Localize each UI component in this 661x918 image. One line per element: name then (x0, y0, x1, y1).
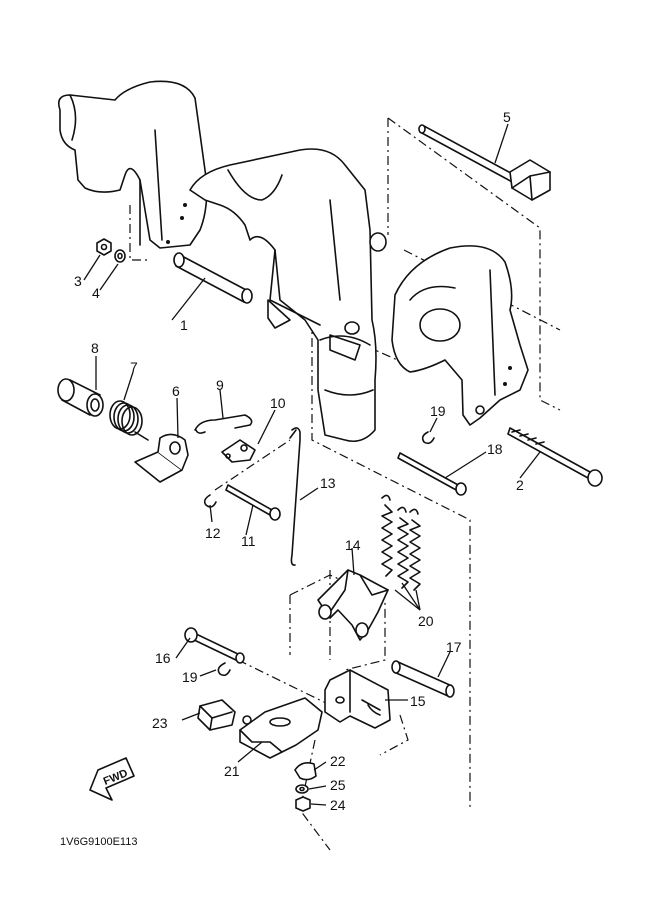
part-17-pin (391, 660, 455, 698)
part-7-spring (109, 400, 149, 441)
part-19-clip-lower (217, 662, 231, 677)
callout-19-lower: 19 (182, 669, 198, 685)
callout-numbers: 1 2 3 4 5 6 7 8 9 10 11 12 13 14 15 16 1… (74, 109, 524, 813)
part-1-tube (173, 252, 253, 304)
part-11-bolt (225, 484, 281, 521)
callout-4: 4 (92, 285, 100, 301)
callout-8: 8 (91, 340, 99, 356)
callout-12: 12 (205, 525, 221, 541)
part-9-clip (194, 414, 253, 434)
callout-7: 7 (130, 359, 138, 375)
diagram-code: 1V6G9100E113 (60, 836, 137, 848)
callout-17: 17 (446, 639, 462, 655)
callout-22: 22 (330, 753, 346, 769)
part-13-rod (289, 427, 301, 566)
part-18-pin (397, 452, 467, 496)
part-15-bracket (324, 669, 391, 729)
callout-25: 25 (330, 777, 346, 793)
callout-16: 16 (155, 650, 171, 666)
part-14-frame (317, 569, 389, 641)
callout-6: 6 (172, 383, 180, 399)
swivel-bracket (189, 148, 387, 443)
callout-2: 2 (516, 477, 524, 493)
part-12-clip (203, 494, 217, 508)
fwd-arrow-icon: FWD (89, 757, 135, 801)
callout-21: 21 (224, 763, 240, 779)
clamp-bracket-right (391, 245, 529, 426)
part-4-washer (114, 249, 126, 263)
callout-19-upper: 19 (430, 403, 446, 419)
callout-5: 5 (503, 109, 511, 125)
callout-15: 15 (410, 693, 426, 709)
part-25-washer (295, 784, 309, 794)
callout-18: 18 (487, 441, 503, 457)
part-21-plate (239, 697, 323, 759)
part-20-springs (381, 494, 421, 591)
part-23-pad (197, 699, 236, 731)
callout-3: 3 (74, 273, 82, 289)
part-19-clip-upper (421, 431, 435, 445)
leader-lines (83, 123, 541, 806)
callout-11: 11 (241, 533, 256, 549)
callout-10: 10 (270, 395, 286, 411)
callout-9: 9 (216, 377, 224, 393)
part-6-lever (134, 433, 189, 483)
part-10-bracket (221, 439, 256, 463)
callout-14: 14 (345, 537, 361, 553)
part-5-rod (418, 124, 551, 201)
callout-23: 23 (152, 715, 168, 731)
callout-24: 24 (330, 797, 346, 813)
part-2-bolt (507, 427, 603, 487)
part-3-nut (96, 238, 112, 256)
part-24-screw (295, 796, 311, 812)
callout-13: 13 (320, 475, 336, 491)
callout-20: 20 (418, 613, 434, 629)
part-8-collar (57, 378, 104, 417)
callout-1: 1 (180, 317, 188, 333)
part-22-clip (294, 762, 317, 781)
part-16-bolt (184, 627, 245, 664)
clamp-bracket-left (57, 80, 208, 249)
